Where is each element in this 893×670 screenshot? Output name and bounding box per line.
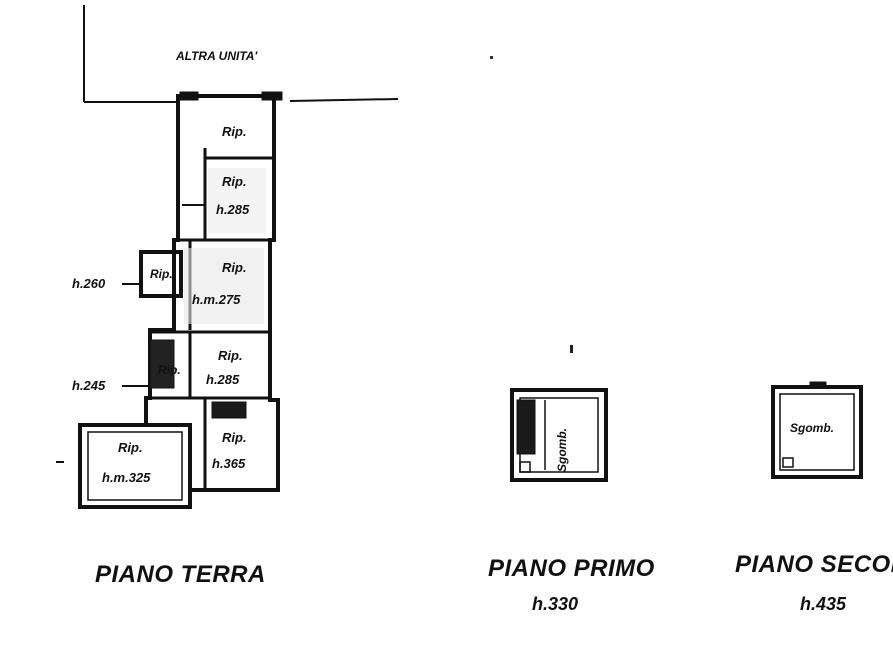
room-height-8: h.m.325	[102, 470, 151, 485]
room-height-7: h.365	[212, 456, 246, 471]
first-floor-height: h.330	[532, 594, 578, 614]
first-floor-title: PIANO PRIMO	[488, 555, 655, 582]
second-floor-plan	[771, 381, 863, 479]
room-label-4: Rip.	[150, 267, 173, 281]
ground-floor-plan	[78, 91, 283, 509]
ground-floor-title: PIANO TERRA	[95, 561, 266, 588]
room-height-3: h.m.275	[192, 292, 241, 307]
room-label-2: Rip.	[222, 174, 247, 189]
second-floor-title: PIANO SECON	[735, 551, 893, 578]
room-label-5: Rip.	[218, 348, 243, 363]
room-label-1: Rip.	[222, 124, 247, 139]
scan-speck	[570, 345, 573, 353]
other-unit-label: ALTRA UNITA'	[175, 49, 258, 63]
side-height-label-upper: h.260	[72, 276, 106, 291]
first-floor-room-label: Sgomb.	[555, 428, 569, 472]
side-height-label-lower: h.245	[72, 378, 106, 393]
room-label-7: Rip.	[222, 430, 247, 445]
room-height-5: h.285	[206, 372, 240, 387]
scan-speck	[490, 56, 493, 59]
second-floor-height: h.435	[800, 594, 847, 614]
second-floor-room-label: Sgomb.	[790, 421, 834, 435]
room-label-6: Rip.	[158, 363, 181, 377]
room-label-8: Rip.	[118, 440, 143, 455]
neighbouring-unit-outline	[83, 5, 399, 103]
room-label-3: Rip.	[222, 260, 247, 275]
first-floor-plan	[510, 388, 608, 482]
room-height-2: h.285	[216, 202, 250, 217]
